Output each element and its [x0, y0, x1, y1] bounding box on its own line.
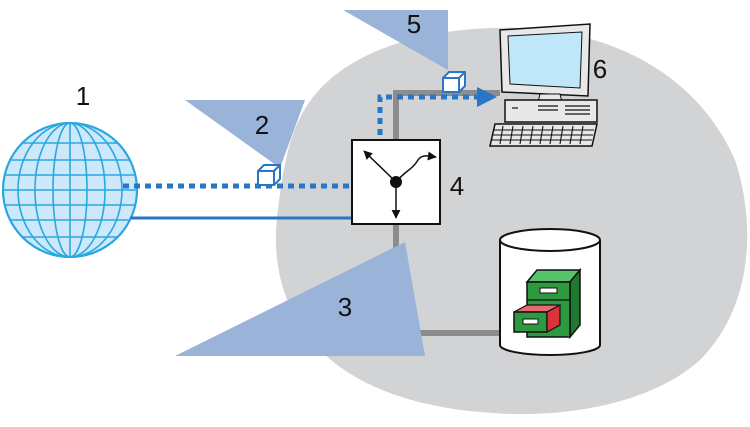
wedge-3	[175, 242, 425, 356]
wedge-2	[185, 100, 305, 168]
label-3: 3	[338, 292, 352, 322]
label-1: 1	[76, 81, 90, 111]
packet-icon	[442, 71, 466, 93]
label-5: 5	[407, 9, 421, 39]
label-6: 6	[593, 54, 607, 84]
globe-icon	[2, 122, 138, 258]
label-4: 4	[450, 171, 464, 201]
packet-icon	[257, 164, 281, 186]
desktop-computer-icon	[489, 23, 598, 147]
label-2: 2	[255, 110, 269, 140]
wedge-5	[343, 10, 448, 70]
data-flow-outbound	[377, 87, 497, 135]
router-icon	[351, 139, 441, 225]
file-cabinet-icon	[513, 267, 582, 340]
